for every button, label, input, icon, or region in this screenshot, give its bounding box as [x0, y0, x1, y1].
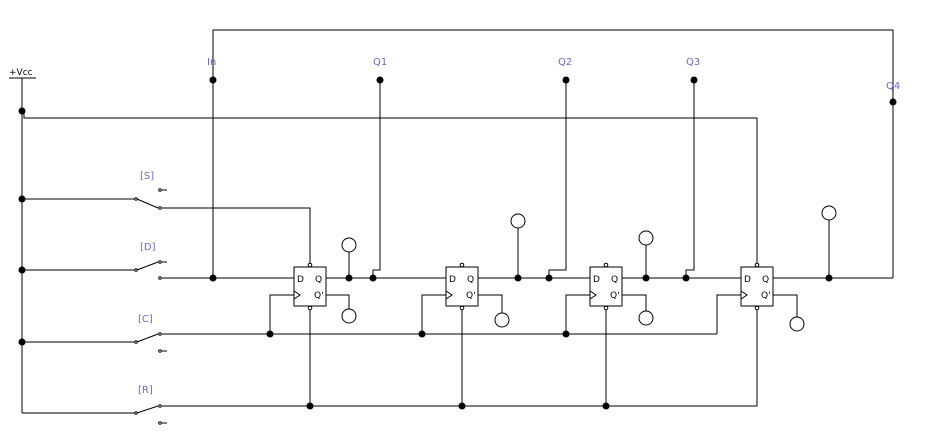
- probe-q1-wire: [372, 80, 381, 278]
- ff3-set-bubble: [603, 262, 609, 268]
- junction-s: [18, 195, 26, 203]
- junction-ff1-reset: [306, 402, 314, 410]
- feedback-loop-wire: [212, 29, 894, 278]
- ff4-set-bubble: [754, 262, 760, 268]
- switch-r-label: [R]: [138, 385, 153, 396]
- ff2-pin-q: Q: [467, 275, 474, 285]
- switch-d-pivot: [134, 268, 138, 272]
- junction-c: [18, 338, 26, 346]
- flipflop-4: D Q Q': [740, 266, 774, 307]
- switch-s-contact-bottom: [158, 206, 162, 210]
- junction-ff2-clock: [418, 330, 426, 338]
- ff1-clock-wire: [269, 294, 294, 334]
- probe-q2-wire: [548, 80, 567, 278]
- probe-q3-label: Q3: [686, 57, 700, 68]
- probe-q1-label: Q1: [373, 57, 387, 68]
- ff2-set-bubble: [459, 262, 465, 268]
- probe-q2-label: Q2: [558, 57, 572, 68]
- switch-c-label: [C]: [138, 314, 153, 325]
- reset-bus-wire: [162, 310, 758, 407]
- ff3-qn-lamp: [638, 310, 654, 326]
- switch-r-blade[interactable]: [136, 405, 159, 414]
- ff4-pin-d: D: [744, 275, 751, 285]
- junction-in: [209, 274, 217, 282]
- ff2-pin-d: D: [449, 275, 456, 285]
- junction-q1: [369, 274, 377, 282]
- switch-s-pivot: [134, 197, 138, 201]
- flipflop-1: D Q Q': [293, 266, 327, 307]
- ff2-clock-wire: [421, 294, 446, 334]
- ff1-q-lamp: [341, 237, 357, 253]
- ff1-set-bubble: [307, 262, 313, 268]
- switch-r-contact-bottom: [158, 421, 162, 425]
- ff1-pin-qn: Q': [314, 291, 324, 301]
- ff4-clock-wire: [716, 294, 741, 334]
- ff4-pin-qn: Q': [761, 291, 771, 301]
- junction-ff3-clock: [562, 330, 570, 338]
- ff3-clock-wire: [565, 294, 590, 334]
- ff4-qn-lamp-wire: [773, 294, 798, 317]
- ff1-reset-bubble: [307, 305, 313, 311]
- ff3-reset-bubble: [603, 305, 609, 311]
- probe-q3-wire: [685, 80, 695, 278]
- switch-c-contact-top: [158, 332, 162, 336]
- switch-d-blade[interactable]: [136, 261, 159, 271]
- probe-in-dot: [209, 76, 217, 84]
- ff4-clock-triangle: [740, 290, 748, 300]
- probe-q4-dot: [889, 98, 897, 106]
- ff2-qn-lamp-wire: [478, 294, 503, 313]
- ff1-pin-d: D: [297, 275, 304, 285]
- vcc-label: +Vcc: [9, 68, 33, 78]
- switch-r-pivot: [134, 411, 138, 415]
- probe-in-label: In: [207, 57, 216, 68]
- junction-ff2-reset: [458, 402, 466, 410]
- ff3-qn-lamp-wire: [622, 294, 647, 311]
- switch-c-blade[interactable]: [136, 333, 159, 343]
- junction-q2: [545, 274, 553, 282]
- ff2-qn-lamp: [494, 312, 510, 328]
- junction-ff3-reset: [602, 402, 610, 410]
- switch-d-contact-bottom: [158, 276, 162, 280]
- ff3-clock-triangle: [589, 290, 597, 300]
- ff3-q-lamp: [638, 230, 654, 246]
- junction-q3: [682, 274, 690, 282]
- ff2-pin-qn: Q': [466, 291, 476, 301]
- ff3-pin-d: D: [593, 275, 600, 285]
- ff1-qn-lamp-wire: [326, 294, 350, 309]
- ff4-pin-q: Q: [762, 275, 769, 285]
- ff2-reset-bubble: [459, 305, 465, 311]
- switch-d-label: [D]: [140, 242, 156, 253]
- switch-s-output-wire: [162, 207, 311, 267]
- flipflop-3: D Q Q': [589, 266, 623, 307]
- switch-r-contact-top: [158, 404, 162, 408]
- ff1-clock-triangle: [293, 290, 301, 300]
- ff4-qn-lamp: [789, 316, 805, 332]
- junction-ff1-clock: [266, 330, 274, 338]
- ff1-qn-lamp: [341, 308, 357, 324]
- switch-s-blade[interactable]: [136, 198, 159, 209]
- ff4-q-lamp: [821, 205, 837, 221]
- switch-c-contact-bottom: [158, 349, 162, 353]
- ff1-pin-q: Q: [315, 275, 322, 285]
- ff2-clock-triangle: [445, 290, 453, 300]
- ff3-pin-q: Q: [611, 275, 618, 285]
- switch-s-contact-top: [158, 188, 162, 192]
- junction-d: [18, 266, 26, 274]
- switch-s-label: [S]: [140, 171, 154, 182]
- flipflop-2: D Q Q': [445, 266, 479, 307]
- ff4-reset-bubble: [754, 305, 760, 311]
- vcc-to-ff4-set-wire: [22, 110, 758, 267]
- switch-c-pivot: [134, 340, 138, 344]
- ff2-q-lamp: [510, 213, 526, 229]
- probe-q4-label: Q4: [886, 81, 900, 92]
- ff3-pin-qn: Q': [610, 291, 620, 301]
- switch-d-contact-top: [158, 260, 162, 264]
